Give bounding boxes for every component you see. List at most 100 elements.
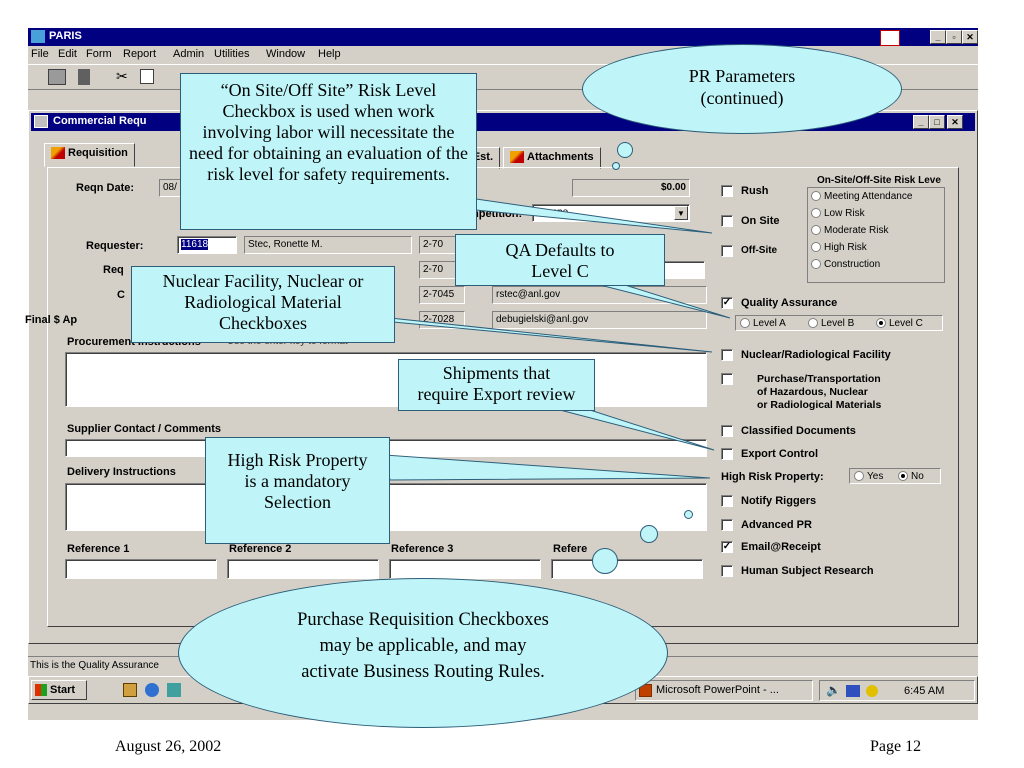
nuclear-checkbox[interactable] <box>721 349 733 361</box>
qa-level-c[interactable]: Level C <box>876 318 923 329</box>
print-icon[interactable] <box>48 69 66 85</box>
qa-label: Quality Assurance <box>741 297 838 309</box>
radio-icon <box>811 191 821 202</box>
procurement-textarea[interactable] <box>65 352 707 407</box>
export-control-checkbox[interactable] <box>721 448 733 460</box>
final-phone-field: 2-7028 <box>419 311 465 329</box>
competition-select[interactable]: Compe ▼ <box>532 204 690 222</box>
nuclear-callout: Nuclear Facility, Nuclear or Radiologica… <box>131 266 395 343</box>
requisition-title: Commercial Requ <box>53 115 147 127</box>
menu-help[interactable]: Help <box>318 48 341 60</box>
row3-phone-field: 2-7045 <box>419 286 465 304</box>
radio-icon <box>854 471 864 482</box>
requester-id-field[interactable]: 11618 <box>177 236 237 254</box>
hrp-yes[interactable]: Yes <box>854 471 883 482</box>
rush-checkbox[interactable] <box>721 185 733 197</box>
restore-button[interactable]: ▫ <box>946 30 962 44</box>
reference4-label: Refere <box>553 543 588 555</box>
risk-option-moderate[interactable]: Moderate Risk <box>811 225 888 236</box>
child-close-button[interactable]: ✕ <box>947 115 963 129</box>
menu-admin[interactable]: Admin <box>173 48 205 60</box>
reference4-field[interactable] <box>551 559 703 579</box>
human-subject-checkbox[interactable] <box>721 565 733 577</box>
pr-parameters-bubble-small <box>612 162 620 170</box>
attachments-tab-icon <box>510 151 524 164</box>
radio-icon <box>811 259 821 270</box>
copy-icon[interactable] <box>140 69 154 84</box>
export-control-label: Export Control <box>741 448 818 460</box>
high-risk-property-callout: High Risk Property is a mandatory Select… <box>205 437 390 544</box>
hrp-bubble-large <box>592 548 618 574</box>
tray-sound-icon[interactable] <box>866 685 878 697</box>
start-button[interactable]: Start <box>31 680 87 700</box>
purchase-hazardous-label: Purchase/Transportation of Hazardous, Nu… <box>757 373 882 411</box>
qa-level-group: Level A Level B Level C <box>735 315 943 331</box>
reference1-field[interactable] <box>65 559 217 579</box>
risk-option-low[interactable]: Low Risk <box>811 208 865 219</box>
qa-defaults-callout: QA Defaults to Level C <box>455 234 665 286</box>
close-button[interactable]: ✕ <box>962 30 978 44</box>
risk-option-construction[interactable]: Construction <box>811 259 880 270</box>
advanced-pr-label: Advanced PR <box>741 519 812 531</box>
risk-option-meeting[interactable]: Meeting Attendance <box>811 191 912 202</box>
quicklaunch-desktop-icon[interactable] <box>123 683 137 697</box>
cut-icon[interactable]: ✂ <box>116 68 128 84</box>
high-risk-property-label: High Risk Property: <box>721 471 824 483</box>
human-subject-label: Human Subject Research <box>741 565 874 577</box>
qa-level-b[interactable]: Level B <box>808 318 854 329</box>
row3-label: C <box>117 289 125 301</box>
purchase-hazardous-checkbox[interactable] <box>721 373 733 385</box>
taskbar: Start Microsoft PowerPoint - ... 🔈 6:45 … <box>28 676 978 704</box>
reqn-date-label: Reqn Date: <box>76 182 135 194</box>
risk-option-high[interactable]: High Risk <box>811 242 867 253</box>
exit-icon[interactable] <box>78 69 90 85</box>
menu-edit[interactable]: Edit <box>58 48 77 60</box>
quicklaunch-channel-icon[interactable] <box>167 683 181 697</box>
final-email-field: debugielski@anl.gov <box>492 311 707 329</box>
hrp-no[interactable]: No <box>898 471 924 482</box>
form-icon <box>34 115 48 128</box>
menu-window[interactable]: Window <box>266 48 306 60</box>
footer-date: August 26, 2002 <box>115 738 222 755</box>
shipments-callout: Shipments that require Export review <box>398 359 595 411</box>
email-receipt-label: Email@Receipt <box>741 541 821 553</box>
advanced-pr-checkbox[interactable] <box>721 519 733 531</box>
radio-icon <box>740 318 750 329</box>
hrp-bubble-medium <box>640 525 658 543</box>
tray-app-icon[interactable] <box>846 685 860 697</box>
offsite-checkbox[interactable] <box>721 245 733 257</box>
reference3-field[interactable] <box>389 559 541 579</box>
clock: 6:45 AM <box>904 685 945 697</box>
email-receipt-checkbox[interactable]: ✓ <box>721 541 733 553</box>
onsite-checkbox[interactable] <box>721 215 733 227</box>
radio-icon <box>808 318 818 329</box>
row2-label: Req <box>103 264 124 276</box>
reference1-label: Reference 1 <box>67 543 130 555</box>
requester-phone-field: 2-70 <box>419 236 465 254</box>
hrp-bubble-small <box>684 510 693 519</box>
tab-requisition[interactable]: Requisition <box>44 143 135 167</box>
classified-checkbox[interactable] <box>721 425 733 437</box>
radio-selected-icon <box>876 318 886 329</box>
qa-checkbox[interactable]: ✓ <box>721 297 733 309</box>
reference2-field[interactable] <box>227 559 379 579</box>
chevron-down-icon[interactable]: ▼ <box>674 206 688 220</box>
qa-level-a[interactable]: Level A <box>740 318 786 329</box>
menu-form[interactable]: Form <box>86 48 112 60</box>
app-icon <box>31 30 45 43</box>
minimize-button[interactable]: _ <box>930 30 946 44</box>
child-minimize-button[interactable]: _ <box>913 115 929 129</box>
pdf-icon[interactable] <box>880 30 900 46</box>
tab-attachments[interactable]: Attachments <box>503 147 601 169</box>
menu-utilities[interactable]: Utilities <box>214 48 250 60</box>
menu-report[interactable]: Report <box>123 48 157 60</box>
taskbar-powerpoint-item[interactable]: Microsoft PowerPoint - ... <box>635 680 813 701</box>
offsite-label: Off-Site <box>741 245 778 256</box>
notify-riggers-checkbox[interactable] <box>721 495 733 507</box>
footer-page: Page 12 <box>870 738 922 755</box>
amount-field[interactable]: $0.00 <box>572 179 690 197</box>
quicklaunch-ie-icon[interactable] <box>145 683 159 697</box>
menu-file[interactable]: File <box>31 48 49 60</box>
child-restore-button[interactable]: □ <box>929 115 945 129</box>
speaker-icon[interactable]: 🔈 <box>826 683 841 697</box>
